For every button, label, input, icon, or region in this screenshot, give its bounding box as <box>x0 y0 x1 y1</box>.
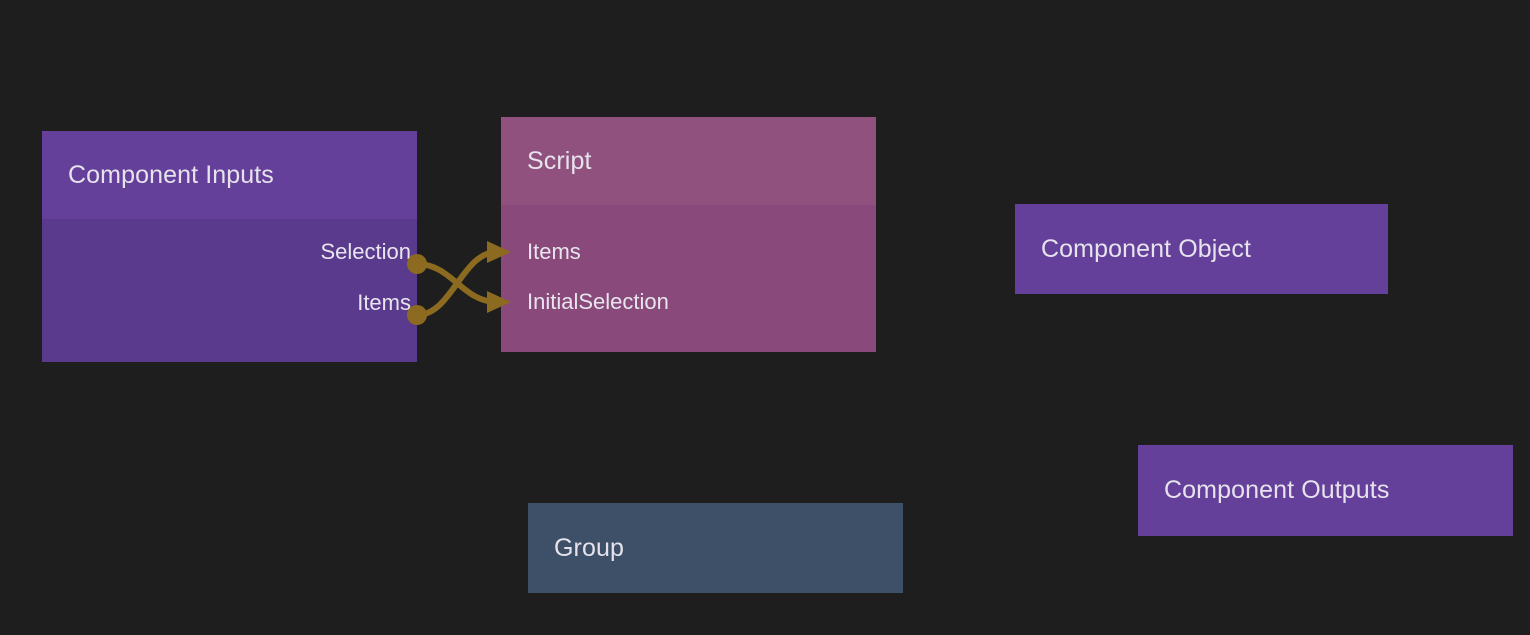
node-body: Selection Items <box>42 219 417 362</box>
input-port-items[interactable]: Items <box>501 237 876 267</box>
input-port-initialselection[interactable]: InitialSelection <box>501 287 876 317</box>
node-header[interactable]: Group <box>528 503 903 593</box>
node-group[interactable]: Group <box>528 503 903 593</box>
node-component-outputs[interactable]: Component Outputs <box>1138 445 1513 536</box>
node-header[interactable]: Script <box>501 117 876 205</box>
node-component-object[interactable]: Component Object <box>1015 204 1388 294</box>
output-port-items[interactable]: Items <box>42 288 417 318</box>
node-body: Items InitialSelection <box>501 205 876 352</box>
node-title: Group <box>554 533 624 562</box>
node-header[interactable]: Component Object <box>1015 204 1388 294</box>
wire-selection-to-initialselection[interactable] <box>414 261 500 305</box>
port-label: Items <box>527 239 581 264</box>
node-component-inputs[interactable]: Component Inputs Selection Items <box>42 131 417 362</box>
port-label: Selection <box>320 239 411 264</box>
node-header[interactable]: Component Outputs <box>1138 445 1513 536</box>
node-title: Component Outputs <box>1164 476 1390 504</box>
port-label: Items <box>357 290 411 315</box>
node-title: Component Object <box>1041 234 1252 263</box>
output-port-selection[interactable]: Selection <box>42 237 417 267</box>
node-header[interactable]: Component Inputs <box>42 131 417 219</box>
wire-items-to-items[interactable] <box>414 249 500 318</box>
node-title: Script <box>527 146 592 175</box>
node-title: Component Inputs <box>68 160 274 189</box>
port-label: InitialSelection <box>527 289 669 314</box>
node-script[interactable]: Script Items InitialSelection <box>501 117 876 352</box>
